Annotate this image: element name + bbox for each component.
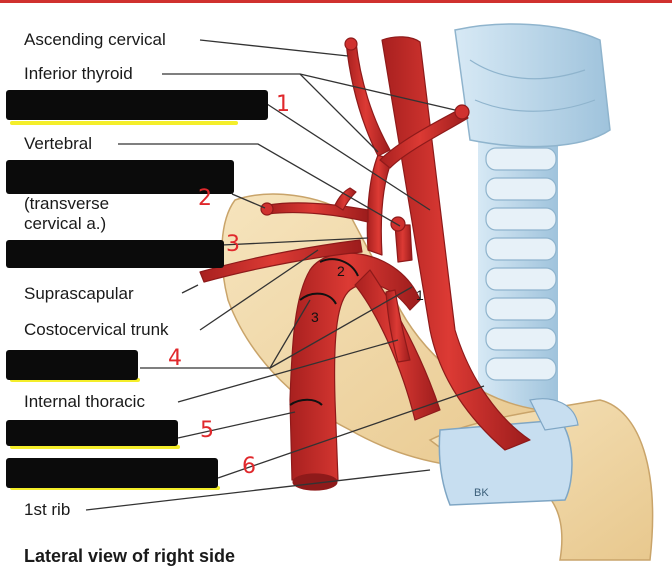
segment-number-2: 2 bbox=[337, 263, 345, 279]
arteries bbox=[199, 36, 531, 491]
label-suprascapular: Suprascapular bbox=[24, 284, 134, 303]
redaction-bar-4 bbox=[6, 350, 138, 380]
top-border bbox=[0, 0, 672, 3]
handwritten-number-4: 4 bbox=[168, 346, 182, 371]
redaction-bar-2 bbox=[6, 160, 234, 194]
sternal-cartilage bbox=[438, 419, 573, 506]
cervical-spine bbox=[454, 23, 611, 420]
highlight-4 bbox=[10, 378, 140, 382]
label-vertebral: Vertebral bbox=[24, 134, 93, 153]
segment-number-1: 1 bbox=[416, 287, 424, 303]
highlight-6 bbox=[10, 486, 220, 490]
redaction-bar-3 bbox=[6, 240, 224, 268]
handwritten-number-5: 5 bbox=[200, 418, 214, 443]
bone-mark: BK bbox=[474, 487, 489, 499]
segment-number-3: 3 bbox=[311, 309, 319, 325]
highlight-5 bbox=[10, 445, 180, 449]
label-first-rib: 1st rib bbox=[24, 500, 71, 519]
handwritten-number-6: 6 bbox=[242, 454, 256, 479]
leader-lines bbox=[85, 39, 485, 511]
label-transverse-cervical-2: cervical a.) bbox=[24, 214, 107, 233]
handwritten-number-1: 1 bbox=[276, 92, 290, 117]
handwritten-number-2: 2 bbox=[198, 186, 212, 211]
redaction-bar-6 bbox=[6, 458, 218, 488]
redaction-bar-5 bbox=[6, 420, 178, 446]
label-inferior-thyroid: Inferior thyroid bbox=[24, 64, 133, 83]
label-costocervical-trunk: Costocervical trunk bbox=[24, 320, 169, 339]
figure-caption: Lateral view of right side bbox=[24, 546, 236, 566]
highlight-1 bbox=[10, 121, 238, 125]
label-internal-thoracic: Internal thoracic bbox=[24, 392, 145, 411]
label-transverse-cervical-1: (transverse bbox=[24, 194, 110, 213]
handwritten-number-3: 3 bbox=[226, 232, 240, 257]
redaction-bar-1 bbox=[6, 90, 268, 120]
segment-rings bbox=[289, 258, 359, 406]
label-ascending-cervical: Ascending cervical bbox=[24, 30, 166, 49]
